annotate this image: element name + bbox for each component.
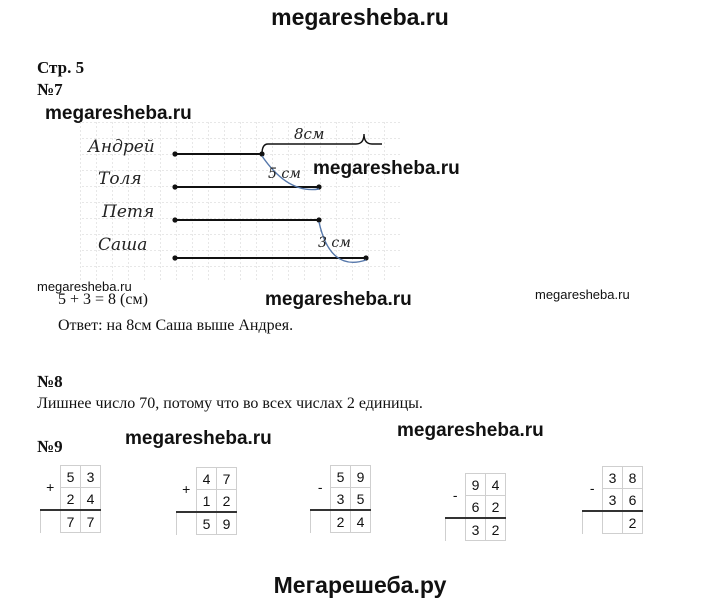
watermark-1: megaresheba.ru [45, 103, 192, 124]
digit-cell: 3 [602, 488, 623, 512]
result-cell: 9 [216, 511, 237, 535]
result-cell: 2 [622, 510, 643, 534]
digit-cell: 5 [60, 465, 81, 488]
result-cell [602, 510, 623, 534]
digit-cell: 5 [330, 465, 351, 488]
dot [172, 151, 178, 157]
name-petya: Петя [101, 202, 154, 222]
watermark-3: megaresheba.ru [37, 279, 132, 294]
column-example-3: - 5 9 3 5 2 4 [310, 465, 371, 533]
digit-cell: 4 [196, 467, 217, 490]
digit-cell: 2 [485, 495, 506, 519]
label-b: 3 см [318, 235, 351, 251]
column-example-4: - 9 4 6 2 3 2 [445, 473, 506, 541]
digit-cell: 2 [216, 489, 237, 513]
digit-cell: 3 [330, 487, 351, 511]
task7-diagram: Андрей Толя Петя Саша 8см 5 см 3 см [80, 122, 400, 280]
result-cell: 2 [330, 509, 351, 533]
dot [316, 217, 322, 223]
operator-sign: + [182, 481, 191, 498]
digit-cell: 1 [196, 489, 217, 513]
result-cell: 2 [485, 517, 506, 541]
digit-cell: 9 [350, 465, 371, 488]
result-cell: 7 [60, 509, 81, 533]
result-cell: 3 [465, 517, 486, 541]
operator-sign: - [452, 487, 458, 504]
digit-cell: 2 [60, 487, 81, 511]
operator-sign: - [589, 480, 595, 497]
task8-number: №8 [37, 372, 63, 391]
task7-answer: Ответ: на 8см Саша выше Андрея. [58, 317, 294, 334]
brace-total [261, 133, 382, 155]
watermark-4: megaresheba.ru [265, 289, 412, 310]
digit-cell: 7 [216, 467, 237, 490]
dot [363, 255, 369, 261]
page-label: Стр. 5 [37, 58, 85, 77]
dot [316, 184, 322, 190]
arc-a [261, 155, 320, 191]
operator-sign: + [46, 479, 55, 496]
name-sasha: Саша [98, 235, 147, 255]
result-cell: 5 [196, 511, 217, 535]
digit-cell: 9 [465, 473, 486, 496]
label-total: 8см [294, 125, 324, 143]
column-example-2: + 4 7 1 2 5 9 [176, 467, 237, 535]
watermark-2: megaresheba.ru [313, 158, 460, 179]
dot [172, 217, 178, 223]
watermark-top: megaresheba.ru [271, 4, 449, 30]
watermark-5: megaresheba.ru [535, 287, 630, 302]
watermark-7: megaresheba.ru [397, 420, 544, 441]
task8-text: Лишнее число 70, потому что во всех числ… [37, 395, 423, 412]
task9-number: №9 [37, 437, 63, 456]
digit-cell: 5 [350, 487, 371, 511]
digit-cell: 4 [80, 487, 101, 511]
arc-b [318, 221, 367, 263]
digit-cell: 6 [622, 488, 643, 512]
digit-cell: 6 [465, 495, 486, 519]
name-andrey: Андрей [87, 137, 155, 157]
result-cell: 7 [80, 509, 101, 533]
task7-equation: 5 + 3 = 8 (см) [58, 291, 148, 308]
column-example-5: - 3 8 3 6 2 [582, 466, 643, 534]
grid-background [80, 122, 400, 280]
digit-cell: 3 [80, 465, 101, 488]
dot [172, 255, 178, 261]
name-tolya: Толя [98, 169, 142, 189]
digit-cell: 3 [602, 466, 623, 489]
operator-sign: - [317, 479, 323, 496]
result-cell: 4 [350, 509, 371, 533]
watermark-6: megaresheba.ru [125, 428, 272, 449]
digit-cell: 4 [485, 473, 506, 496]
label-a: 5 см [268, 166, 301, 182]
column-example-1: + 5 3 2 4 7 7 [40, 465, 101, 533]
task7-number: №7 [37, 80, 63, 99]
watermark-bottom: Мегарешеба.ру [273, 572, 447, 598]
dot [172, 184, 178, 190]
digit-cell: 8 [622, 466, 643, 489]
